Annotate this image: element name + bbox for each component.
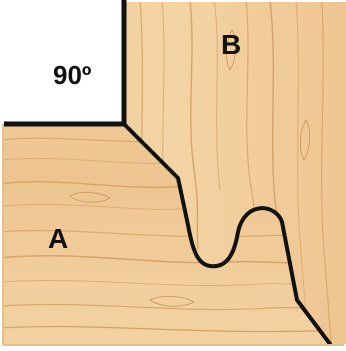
- angle-label: 90º: [53, 60, 92, 90]
- joint-profile-line: [122, 122, 332, 346]
- piece-a-label: A: [48, 223, 68, 254]
- piece-b-label: B: [221, 29, 241, 60]
- angle-region: [0, 0, 124, 124]
